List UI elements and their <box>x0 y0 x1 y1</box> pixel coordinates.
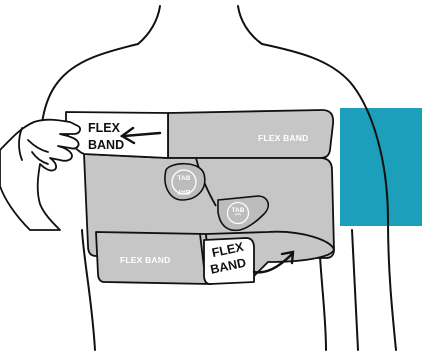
flex-tab-left: FLEX BAND <box>66 112 168 158</box>
flex-tab-left-label-line2: BAND <box>88 138 124 152</box>
flex-tab-left-label-line1: FLEX <box>88 121 121 135</box>
flex-band-label-lower-left: FLEX BAND <box>120 255 170 265</box>
tab-circle-upper: TAB TAB <box>165 164 205 200</box>
tab-lower-label-underline: ⌒ <box>234 212 242 221</box>
hand-illustration <box>0 120 80 230</box>
accent-stripe <box>340 108 422 226</box>
tab-upper-label-mirrored: TAB <box>178 188 191 195</box>
tab-lower-label: TAB <box>232 207 245 214</box>
flex-band-label-upper-right: FLEX BAND <box>258 133 308 143</box>
tab-upper-label: TAB <box>178 175 191 182</box>
